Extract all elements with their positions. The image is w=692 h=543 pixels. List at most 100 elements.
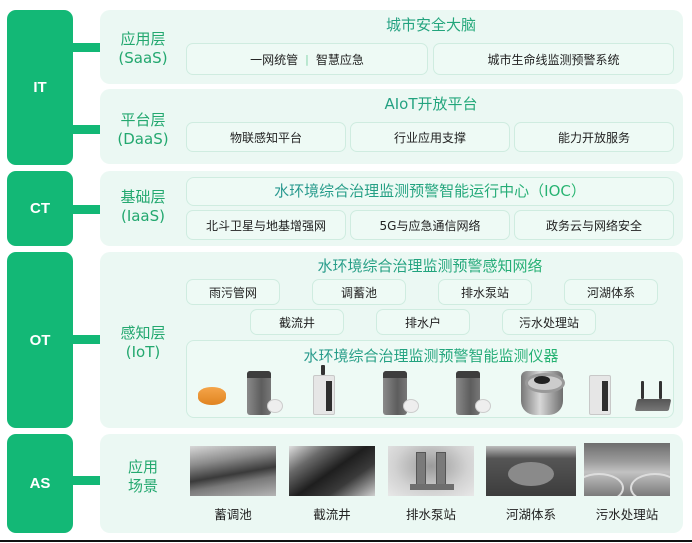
network-item-interception-well: 截流井: [250, 309, 344, 335]
scene-caption: 排水泵站: [405, 507, 456, 522]
antenna-icon: [321, 365, 325, 375]
sensor-probe-icon: [475, 399, 491, 413]
item-label: 污水处理站: [518, 315, 579, 330]
layer-label-iot: 感知层 (IoT): [110, 324, 176, 362]
tag-it: IT: [7, 10, 73, 165]
panel-iot: 感知层 (IoT) 水环境综合治理监测预警感知网络 雨污管网 调蓄池 排水泵站 …: [100, 252, 683, 428]
iaas-box-beidou: 北斗卫星与地基增强网: [186, 210, 346, 240]
separator: |: [305, 52, 309, 66]
iaas-box-cloud-security: 政务云与网络安全: [514, 210, 674, 240]
layer-code: (SaaS): [118, 49, 168, 67]
scene-photo-sewage-plant: [584, 443, 670, 496]
layer-name: 基础层: [120, 188, 166, 206]
connector-iaas: [72, 205, 101, 214]
layer-label-daas: 平台层 (DaaS): [110, 111, 176, 149]
panel-daas: 平台层 (DaaS) AIoT开放平台 物联感知平台 行业应用支撑 能力开放服务: [100, 89, 683, 164]
scene-photo-river-lake: [486, 446, 576, 496]
iot-network-title: 水环境综合治理监测预警感知网络: [186, 257, 674, 275]
sensor-probe-icon: [403, 399, 419, 413]
panel-saas: 应用层 (SaaS) 城市安全大脑 一网统管 | 智慧应急 城市生命线监测预警系…: [100, 10, 683, 84]
item-label: 河湖体系: [586, 285, 635, 300]
network-item-pump-station: 排水泵站: [438, 279, 532, 305]
layer-name: 平台层: [120, 111, 166, 129]
item-label: 政务云与网络安全: [545, 218, 642, 233]
daas-box-industry-support: 行业应用支撑: [350, 122, 510, 152]
tag-ct-label: CT: [30, 200, 50, 217]
item-smart-emergency: 智慧应急: [315, 52, 364, 67]
saas-box-governance: 一网统管 | 智慧应急: [186, 43, 428, 75]
connector-scenes: [72, 476, 101, 485]
scene-photo-pump-station: [388, 446, 474, 496]
layer-code: (DaaS): [117, 130, 169, 148]
network-item-sewage-plant: 污水处理站: [502, 309, 596, 335]
layer-code: (IaaS): [120, 207, 166, 225]
scene-caption: 河湖体系: [505, 507, 556, 522]
antenna-icon: [659, 381, 662, 399]
tag-it-label: IT: [33, 79, 47, 96]
tag-ot: OT: [7, 252, 73, 428]
bottom-border: [0, 540, 692, 542]
network-item-rain-sewer: 雨污管网: [186, 279, 280, 305]
tag-ot-label: OT: [29, 331, 51, 349]
pump-base-icon: [410, 484, 454, 490]
saas-box-lifeline: 城市生命线监测预警系统: [433, 43, 674, 75]
panel-scenes: 应用 场景 蓄调池 截流井 排水泵站 河湖体系 污水处理站: [100, 434, 683, 533]
scene-caption: 污水处理站: [595, 507, 659, 522]
item-label: 截流井: [278, 315, 315, 330]
instruments-frame: 水环境综合治理监测预警智能监测仪器: [186, 340, 674, 418]
item-label: 能力开放服务: [557, 130, 630, 145]
wireless-router-icon: [634, 399, 672, 411]
item-label: 排水泵站: [460, 285, 509, 300]
iaas-ioc-frame: [186, 177, 674, 206]
network-item-storage-tank: 调蓄池: [312, 279, 406, 305]
pump-column-icon: [436, 452, 446, 486]
layer-code: 场景: [127, 477, 158, 495]
daas-box-open-services: 能力开放服务: [514, 122, 674, 152]
orange-sensor-puck-icon: [198, 387, 226, 405]
network-item-drainage-household: 排水户: [376, 309, 470, 335]
gray-tower-sensor-icon: [247, 371, 271, 415]
instruments-title: 水环境综合治理监测预警智能监测仪器: [187, 347, 675, 365]
panel-iaas: 基础层 (IaaS) 水环境综合治理监测预警智能运行中心（IOC） 北斗卫星与地…: [100, 171, 683, 246]
iaas-title: 水环境综合治理监测预警智能运行中心（IOC）: [186, 182, 674, 200]
iaas-box-5g: 5G与应急通信网络: [350, 210, 510, 240]
sensor-probe-icon: [267, 399, 283, 413]
layer-name: 感知层: [120, 324, 166, 342]
lake-shape-icon: [508, 462, 554, 486]
connector-daas: [72, 125, 101, 134]
scene-photo-storage-tank: [190, 446, 276, 496]
daas-title: AIoT开放平台: [186, 95, 676, 113]
scene-photo-interception-well: [289, 446, 375, 496]
white-meter-box-icon: [313, 375, 335, 415]
tag-as-label: AS: [29, 475, 51, 492]
layer-code: (IoT): [125, 343, 161, 361]
scene-caption: 蓄调池: [214, 507, 252, 522]
cylinder-flow-meter-icon: [521, 371, 565, 415]
clarifier-icon: [630, 473, 670, 496]
item-label: 北斗卫星与地基增强网: [205, 218, 326, 233]
antenna-icon: [641, 381, 644, 399]
item-label: 调蓄池: [340, 285, 377, 300]
layer-label-iaas: 基础层 (IaaS): [110, 188, 176, 226]
pump-column-icon: [416, 452, 426, 486]
tag-ct: CT: [7, 171, 73, 246]
item-lifeline-system: 城市生命线监测预警系统: [487, 52, 620, 67]
daas-box-iot-platform: 物联感知平台: [186, 122, 346, 152]
scene-caption: 截流井: [313, 507, 351, 522]
item-label: 物联感知平台: [229, 130, 302, 145]
item-unified-management: 一网统管: [250, 52, 299, 67]
item-label: 5G与应急通信网络: [379, 218, 481, 233]
connector-saas: [72, 43, 101, 52]
connector-iot: [72, 335, 101, 344]
tag-as: AS: [7, 434, 73, 533]
layer-label-scenes: 应用 场景: [110, 458, 176, 496]
clarifier-icon: [584, 473, 624, 496]
layer-name: 应用层: [120, 30, 166, 48]
white-meter-box-icon: [589, 375, 611, 415]
item-label: 雨污管网: [208, 285, 257, 300]
saas-title: 城市安全大脑: [186, 16, 676, 34]
item-label: 行业应用支撑: [393, 130, 466, 145]
item-label: 排水户: [404, 315, 441, 330]
network-item-river-lake: 河湖体系: [564, 279, 658, 305]
layer-label-saas: 应用层 (SaaS): [110, 30, 176, 68]
